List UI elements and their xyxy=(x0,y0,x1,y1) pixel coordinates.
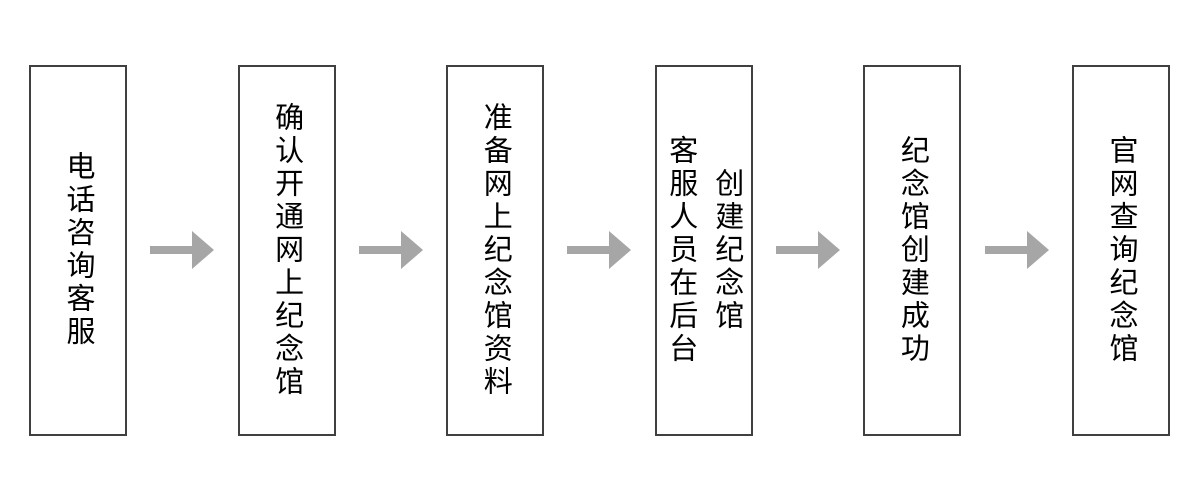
arrow-right-icon xyxy=(984,231,1049,269)
arrow-right-icon xyxy=(358,231,423,269)
flow-step-5-label: 纪念馆创建成功 xyxy=(896,134,929,366)
flow-step-5: 纪念馆创建成功 xyxy=(863,64,962,436)
flow-step-2: 确认开通网上纪念馆 xyxy=(237,64,336,436)
flow-step-1-label: 电话咨询客服 xyxy=(62,151,94,349)
arrow-right-icon xyxy=(567,231,632,269)
flow-step-4: 客服人员在后台 创建纪念馆 xyxy=(654,64,753,436)
arrow-right-icon xyxy=(776,231,841,269)
flow-step-3-label: 准备网上纪念馆资料 xyxy=(479,101,512,399)
flow-step-2-label: 确认开通网上纪念馆 xyxy=(270,101,303,399)
flow-step-3: 准备网上纪念馆资料 xyxy=(446,64,545,436)
flow-step-1: 电话咨询客服 xyxy=(29,64,127,436)
flow-step-6-label: 官网查询纪念馆 xyxy=(1104,134,1137,366)
flow-step-6: 官网查询纪念馆 xyxy=(1071,64,1170,436)
flow-step-4-label: 客服人员在后台 创建纪念馆 xyxy=(664,134,743,366)
arrow-right-icon xyxy=(150,231,215,269)
